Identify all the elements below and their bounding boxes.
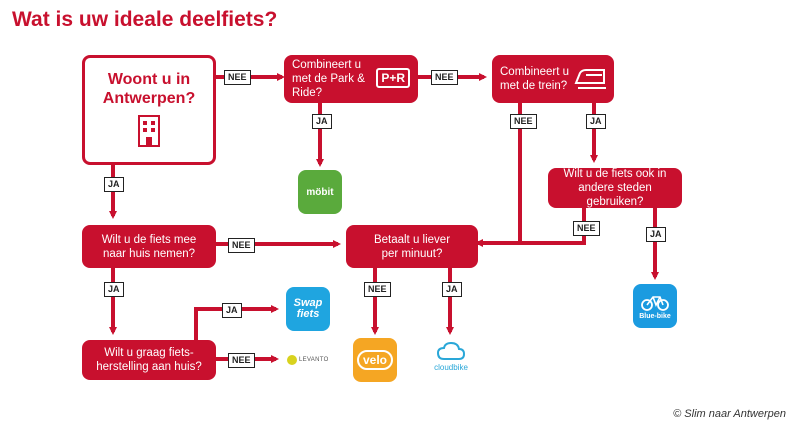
- label-mee-nee: NEE: [228, 238, 255, 253]
- edge-herstelling-ja: [194, 305, 279, 345]
- train-icon: [574, 69, 606, 89]
- building-icon: [138, 115, 160, 147]
- node-trein: Combineert u met de trein?: [492, 55, 614, 103]
- copyright: © Slim naar Antwerpen: [673, 408, 786, 420]
- cloudbike-logo-text: cloudbike: [434, 363, 468, 372]
- label-antwerpen-ja: JA: [104, 177, 124, 192]
- bluebike-logo-text: Blue-bike: [639, 312, 671, 320]
- swapfiets-logo-line1: Swap: [293, 297, 323, 309]
- node-herstelling: Wilt u graag fiets-herstelling aan huis?: [82, 340, 216, 380]
- node-antwerpen: Woont u in Antwerpen?: [82, 55, 216, 165]
- node-andere-steden-text: Wilt u de fiets ook in andere steden geb…: [563, 168, 667, 208]
- node-herstelling-text: Wilt u graag fiets-herstelling aan huis?: [96, 347, 202, 373]
- node-mee-naar-huis: Wilt u de fiets mee naar huis nemen?: [82, 225, 216, 268]
- label-mee-ja: JA: [104, 282, 124, 297]
- page-title: Wat is uw ideale deelfiets?: [12, 8, 278, 31]
- velo-logo: velo: [353, 338, 397, 382]
- bluebike-logo: Blue-bike: [633, 284, 677, 328]
- velo-logo-text: velo: [356, 350, 393, 370]
- node-trein-text: Combineert u met de trein?: [500, 66, 570, 92]
- levanto-logo-text: LEVANTO: [299, 357, 329, 363]
- park-and-ride-icon: P+R: [376, 68, 410, 88]
- edge-andere-nee: [520, 208, 586, 245]
- label-trein-nee: NEE: [510, 114, 537, 129]
- node-park-ride-text: Combineert u met de Park & Ride?: [292, 59, 365, 99]
- mobit-logo: möbit: [298, 170, 342, 214]
- levanto-dot-icon: [287, 355, 297, 365]
- label-minuut-nee: NEE: [364, 282, 391, 297]
- node-andere-steden: Wilt u de fiets ook in andere steden geb…: [548, 168, 682, 208]
- node-mee-naar-huis-text: Wilt u de fiets mee naar huis nemen?: [101, 233, 197, 260]
- label-andere-ja: JA: [646, 227, 666, 242]
- levanto-logo: LEVANTO: [287, 352, 337, 368]
- label-andere-nee: NEE: [573, 221, 600, 236]
- label-minuut-ja: JA: [442, 282, 462, 297]
- label-herstelling-nee: NEE: [228, 353, 255, 368]
- mobit-logo-text: möbit: [306, 186, 334, 198]
- label-park-ride-ja: JA: [312, 114, 332, 129]
- bicycle-icon: [641, 295, 669, 311]
- node-per-minuut: Betaalt u liever per minuut?: [346, 225, 478, 268]
- node-per-minuut-text: Betaalt u liever per minuut?: [373, 233, 451, 260]
- cloudbike-logo: cloudbike: [428, 341, 474, 381]
- node-antwerpen-text: Woont u in Antwerpen?: [102, 71, 196, 107]
- label-trein-ja: JA: [586, 114, 606, 129]
- node-park-ride: Combineert u met de Park & Ride? P+R: [284, 55, 418, 103]
- label-park-ride-nee: NEE: [431, 70, 458, 85]
- label-antwerpen-nee: NEE: [224, 70, 251, 85]
- cloud-icon: [436, 341, 466, 360]
- swapfiets-logo-line2: fiets: [296, 308, 320, 320]
- swapfiets-logo: Swap fiets: [286, 287, 330, 331]
- label-herstelling-ja: JA: [222, 303, 242, 318]
